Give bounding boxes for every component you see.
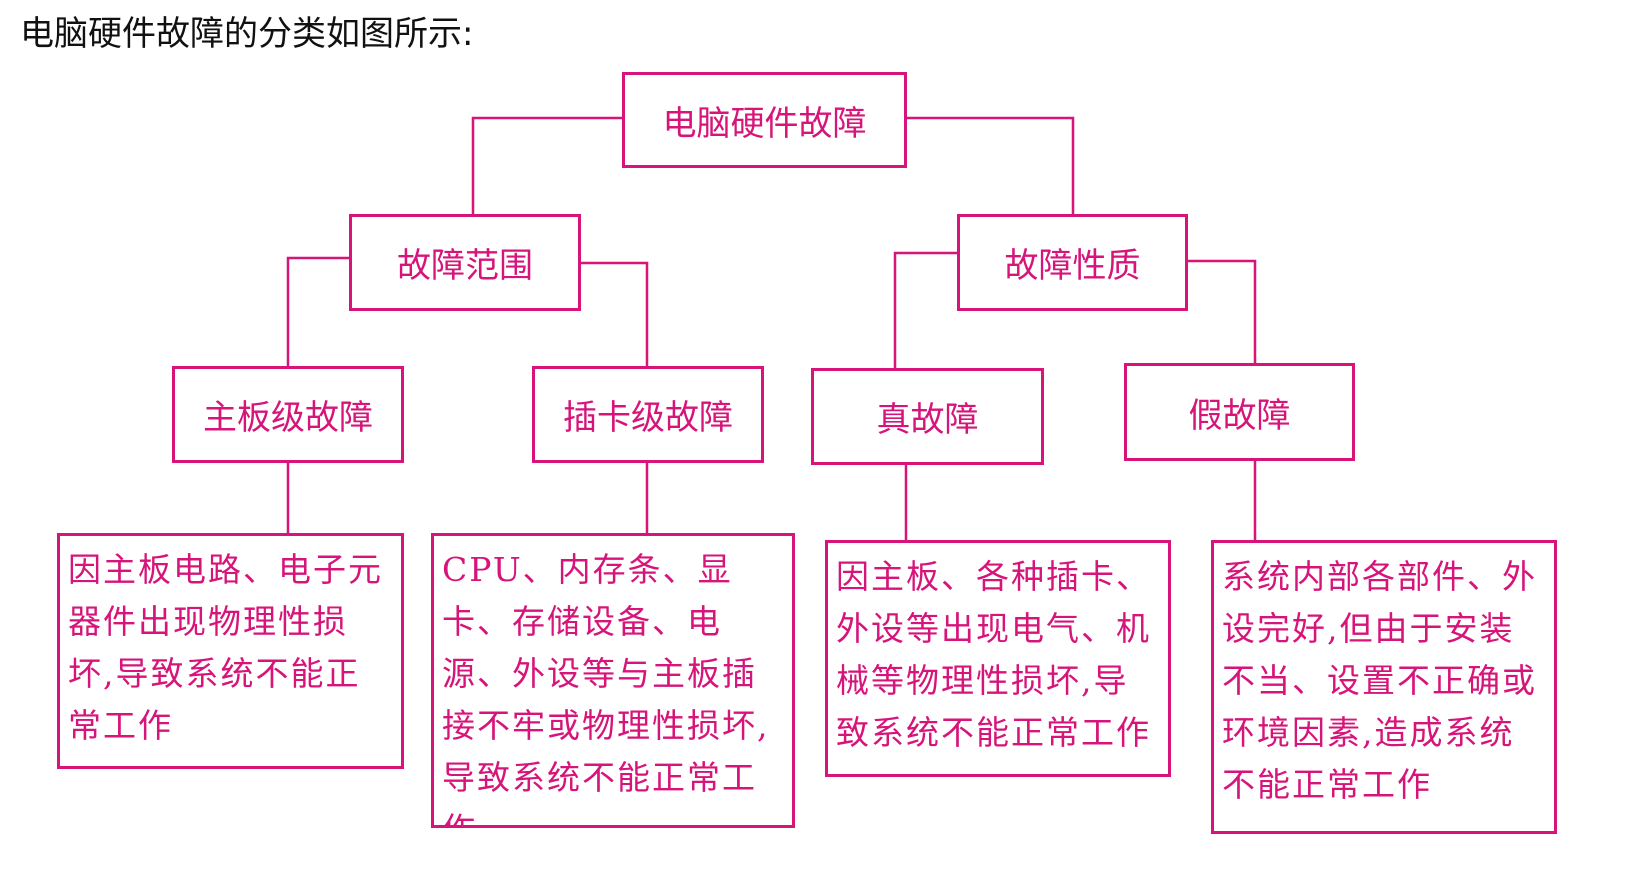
- leaf-node-board: 主板级故障: [172, 366, 404, 463]
- connector-scope-card: [580, 261, 649, 368]
- description-false: 系统内部各部件、外设完好,但由于安装不当、设置不正确或环境因素,造成系统不能正常…: [1211, 540, 1557, 834]
- description-false-text: 系统内部各部件、外设完好,但由于安装不当、设置不正确或环境因素,造成系统不能正常…: [1222, 557, 1537, 804]
- connector-nature-false: [1187, 259, 1257, 365]
- page-heading: 电脑硬件故障的分类如图所示:: [20, 14, 474, 54]
- leaf-node-true: 真故障: [811, 368, 1044, 465]
- leaf-node-board-label: 主板级故障: [203, 398, 373, 438]
- description-true-text: 因主板、各种插卡、外设等出现电气、机械等物理性损坏,导致系统不能正常工作: [836, 557, 1151, 752]
- branch-node-nature: 故障性质: [957, 214, 1188, 311]
- connector-nature-true: [893, 251, 957, 370]
- connector-root-scope: [471, 116, 622, 215]
- branch-node-scope: 故障范围: [349, 214, 581, 311]
- root-node: 电脑硬件故障: [622, 72, 907, 168]
- branch-node-nature-label: 故障性质: [1004, 246, 1141, 286]
- description-true: 因主板、各种插卡、外设等出现电气、机械等物理性损坏,导致系统不能正常工作: [825, 540, 1171, 777]
- leaf-node-false-label: 假故障: [1188, 395, 1291, 436]
- leaf-node-card-label: 插卡级故障: [563, 398, 733, 438]
- leaf-node-false: 假故障: [1124, 363, 1355, 461]
- description-card-text: CPU、内存条、显卡、存储设备、电源、外设等与主板插接不牢或物理性损坏,导致系统…: [442, 550, 770, 825]
- description-board: 因主板电路、电子元器件出现物理性损坏,导致系统不能正常工作: [57, 533, 404, 769]
- leaf-node-true-label: 真故障: [876, 400, 979, 440]
- leaf-node-card: 插卡级故障: [532, 366, 764, 463]
- root-node-label: 电脑硬件故障: [662, 103, 867, 144]
- connector-scope-board: [286, 256, 349, 368]
- connector-root-nature: [906, 116, 1075, 215]
- description-board-text: 因主板电路、电子元器件出现物理性损坏,导致系统不能正常工作: [68, 550, 383, 745]
- description-card: CPU、内存条、显卡、存储设备、电源、外设等与主板插接不牢或物理性损坏,导致系统…: [431, 533, 795, 828]
- branch-node-scope-label: 故障范围: [397, 246, 533, 286]
